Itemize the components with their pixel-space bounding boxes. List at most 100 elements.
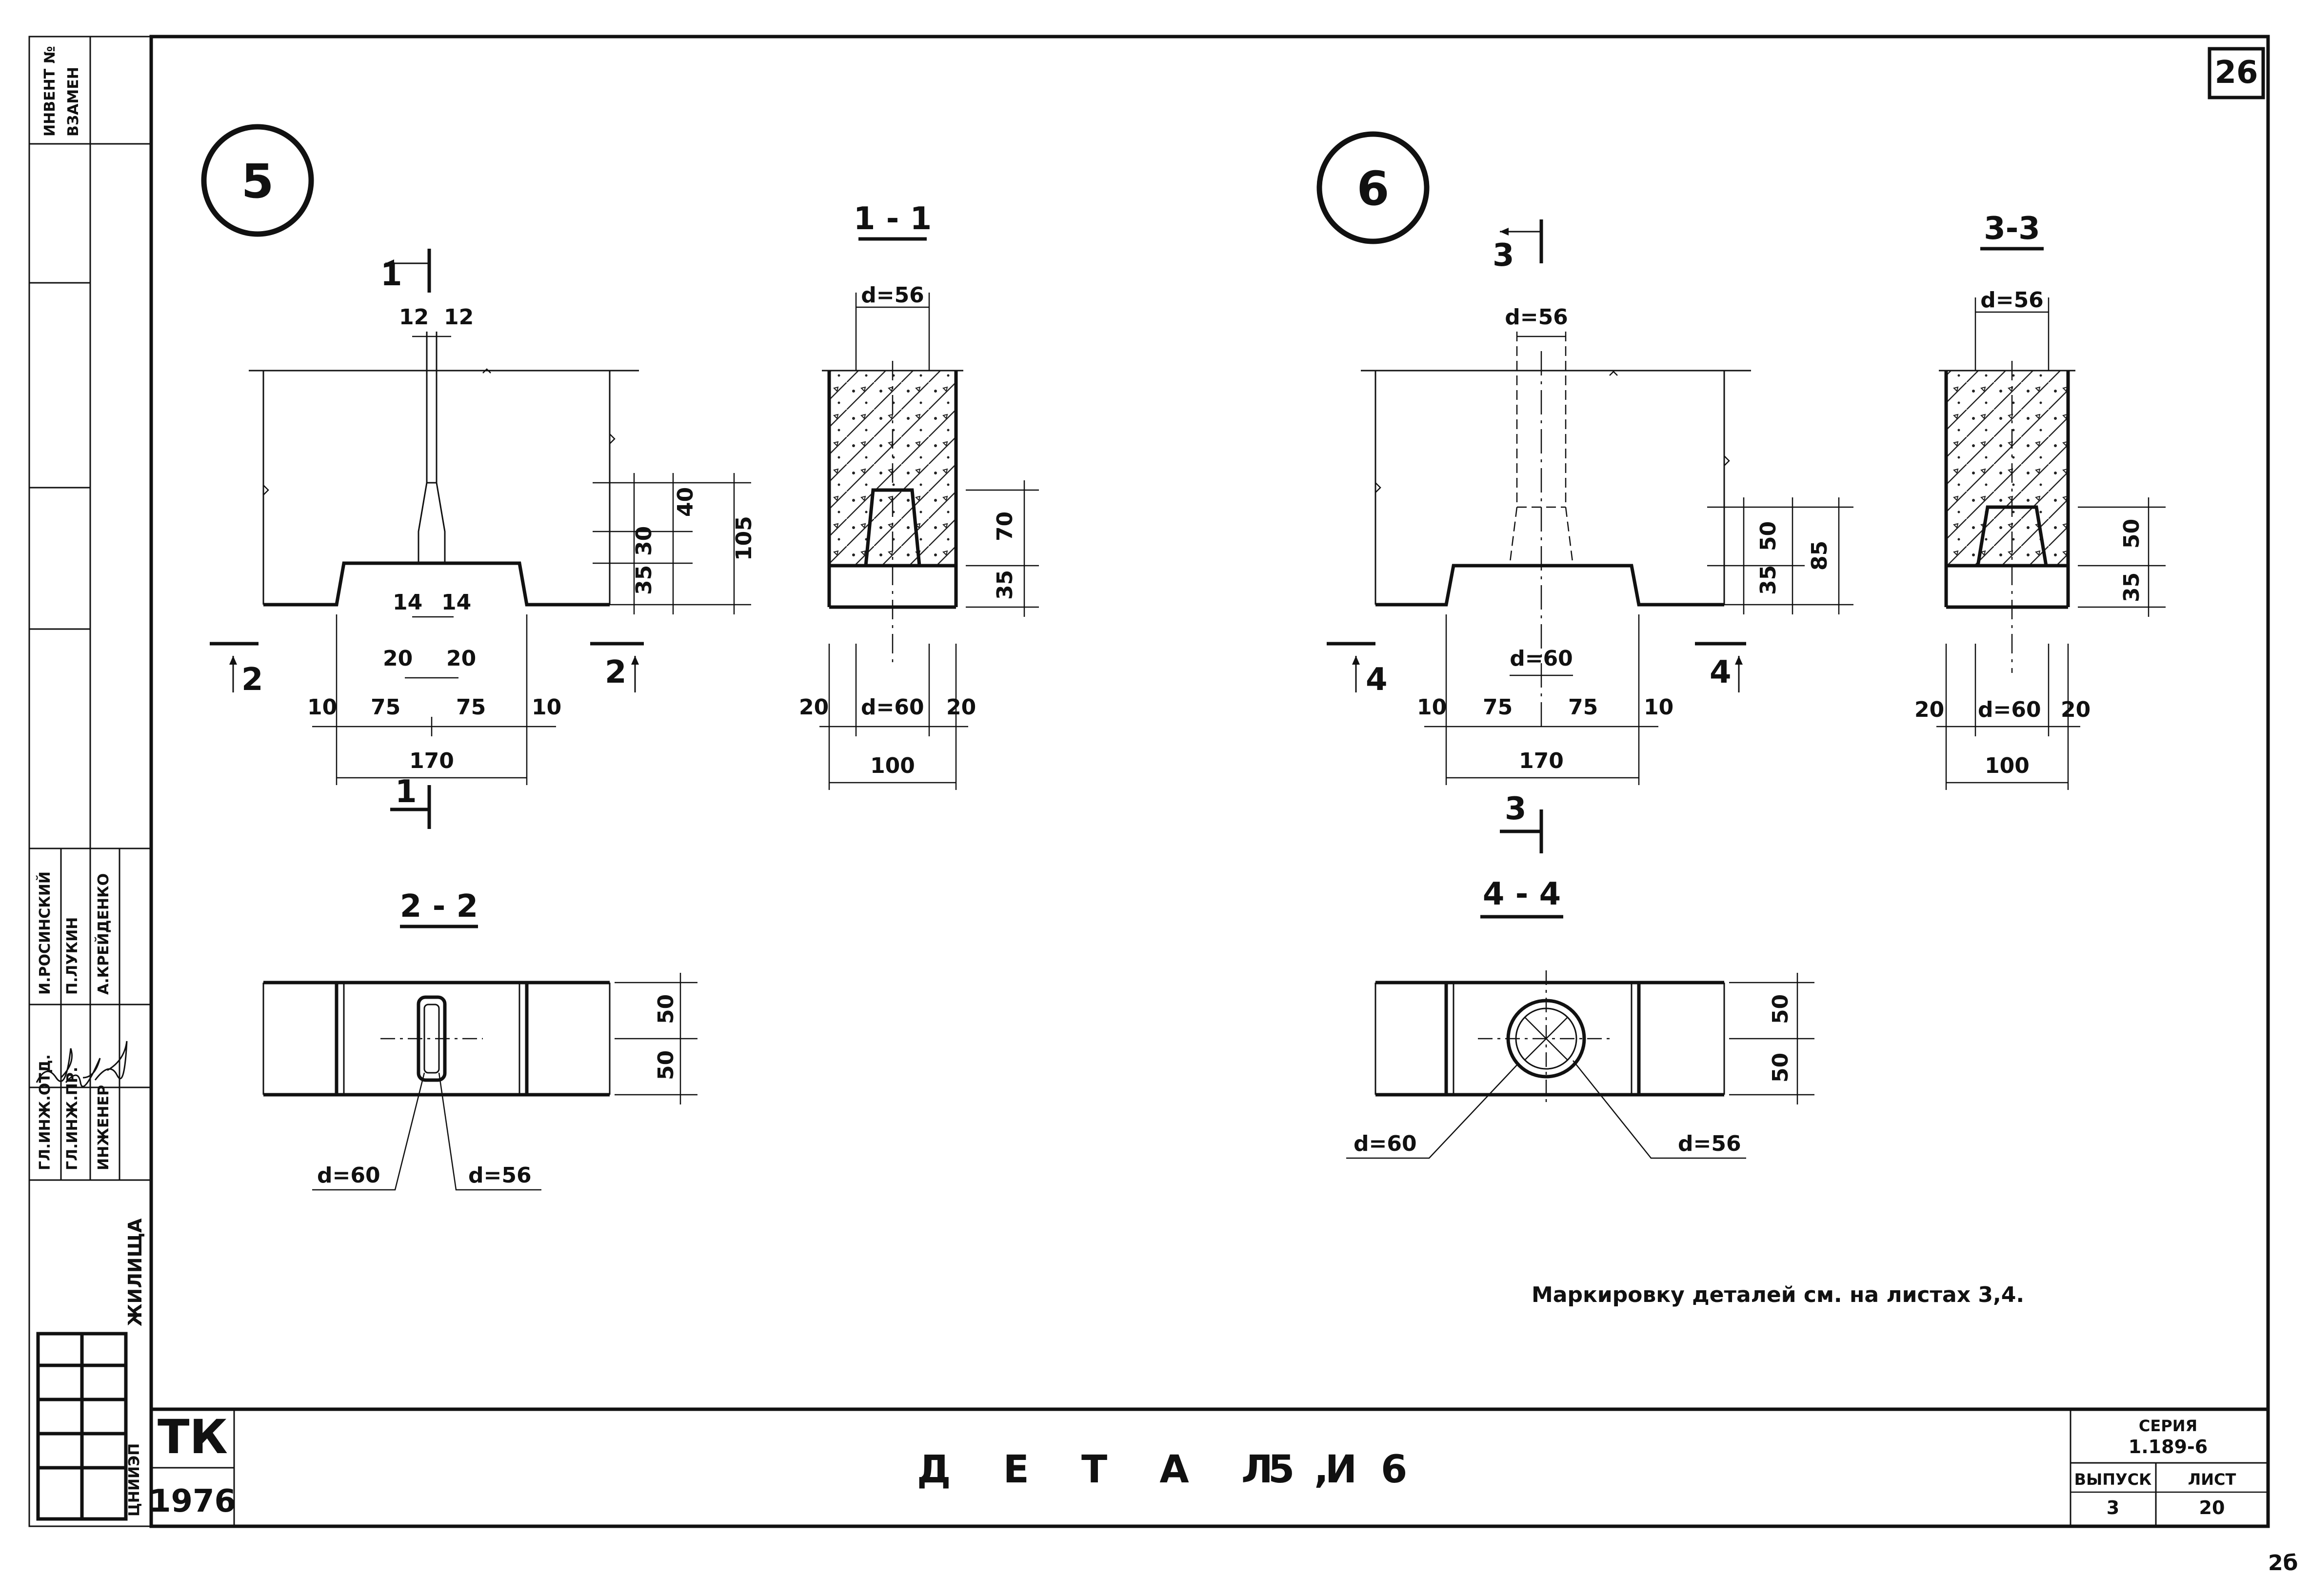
cut-2-right: 2	[605, 654, 627, 690]
title-block: ТК 1976 Д Е Т А Л И 5, 6 СЕРИЯ 1.189-6 В…	[149, 1407, 2268, 1526]
detail-6-b10-left: 10	[1417, 695, 1447, 720]
detail-6-v85: 85	[1807, 541, 1832, 571]
section-2-2-d60: d=60	[317, 1163, 380, 1188]
marking-note: Маркировку деталей см. на листах 3,4.	[1532, 1282, 2024, 1307]
dim-b75-left: 75	[371, 695, 400, 720]
dim-v35: 35	[632, 565, 657, 595]
section-3-3: 3-3 d=56 50 35 20 d=60 20 100	[1914, 211, 2166, 790]
issue-label: ВЫПУСК	[2074, 1470, 2152, 1489]
name-chief-project: П.ЛУКИН	[64, 917, 81, 995]
section-4-4: 4 - 4 50 50 d=60 d=56	[1346, 876, 1814, 1159]
corner-mark: 2б	[2268, 1551, 2298, 1576]
replace-label: ВЗАМЕН	[65, 67, 82, 137]
section-2-2-title: 2 - 2	[400, 888, 478, 925]
cut-2-left: 2	[241, 662, 263, 698]
section-2-2: 2 - 2 50 50 d=60 d=56	[262, 888, 697, 1191]
dim-b75-right: 75	[456, 695, 486, 720]
section-3-3-v35: 35	[2119, 572, 2144, 602]
sheet-title-numbers: 5, 6	[1268, 1448, 1427, 1492]
series-label: СЕРИЯ	[2139, 1417, 2197, 1435]
section-2-2-v50-bottom: 50	[654, 1050, 678, 1080]
side-stamp: ИНВЕНТ № ВЗАМЕН ГЛ.ИНЖ.ОТД. ГЛ.ИНЖ.ПР. И…	[36, 46, 146, 1521]
signature-3	[94, 1041, 128, 1081]
org-logo: ЦНИИЭП	[36, 1332, 143, 1521]
role-chief-project: ГЛ.ИНЖ.ПР.	[64, 1067, 81, 1170]
page-number: 26	[2214, 55, 2258, 91]
dim-14-left: 14	[393, 590, 422, 615]
section-1-1: 1 - 1 d=56 70 35 20 d=60 20 100	[799, 201, 1039, 790]
org-name: ЖИЛИЩА	[124, 1218, 146, 1326]
signature-2	[65, 1058, 101, 1087]
section-1-1-d-top: d=56	[861, 283, 924, 308]
role-chief-dept: ГЛ.ИНЖ.ОТД.	[37, 1054, 54, 1170]
dim-v40: 40	[673, 487, 698, 517]
dim-12-left: 12	[399, 305, 429, 330]
role-engineer: ИНЖЕНЕР	[95, 1085, 112, 1170]
dim-v105: 105	[732, 516, 757, 561]
dim-total-170: 170	[409, 749, 454, 773]
detail-6-b75-right: 75	[1568, 695, 1598, 720]
detail-6-b75-left: 75	[1483, 695, 1513, 720]
dim-v30: 30	[632, 526, 657, 556]
section-3-3-b20-right: 20	[2061, 697, 2091, 722]
section-3-3-title: 3-3	[1984, 211, 2040, 247]
dim-b10-left: 10	[307, 695, 337, 720]
cut-1-bottom: 1	[395, 774, 417, 810]
detail-6-b10-right: 10	[1644, 695, 1673, 720]
section-4-4-v50-bottom: 50	[1768, 1053, 1793, 1083]
page-number-box: 26	[2208, 47, 2265, 99]
section-1-1-d-bottom: d=60	[861, 695, 924, 720]
section-1-1-v70: 70	[993, 512, 1017, 541]
section-3-3-total-100: 100	[1985, 753, 2030, 778]
detail-6-v35: 35	[1756, 565, 1781, 595]
sheet-title: Д Е Т А Л И	[917, 1448, 1376, 1492]
dim-20-right: 20	[446, 646, 476, 671]
detail-6-label: 6	[1357, 161, 1390, 216]
inventory-label: ИНВЕНТ №	[41, 46, 59, 137]
detail-5: 5 1 1 2 2 12 12	[201, 124, 757, 829]
cut-3-bottom: 3	[1505, 791, 1527, 827]
section-3-3-b20-left: 20	[1914, 697, 1944, 722]
section-3-3-d-top: d=56	[1980, 288, 2044, 313]
section-1-1-total-100: 100	[870, 753, 915, 778]
dim-14-right: 14	[441, 590, 471, 615]
cut-4-left: 4	[1366, 662, 1388, 698]
section-4-4-d60: d=60	[1354, 1131, 1417, 1156]
section-4-4-title: 4 - 4	[1483, 876, 1561, 912]
detail-6-circle	[1316, 131, 1430, 244]
section-3-3-d-bottom: d=60	[1978, 697, 2041, 722]
org-logo-text: ЦНИИЭП	[126, 1443, 143, 1517]
series-value: 1.189-6	[2129, 1436, 2208, 1458]
detail-6-v50: 50	[1756, 521, 1781, 551]
dim-b10-right: 10	[532, 695, 561, 720]
detail-5-label: 5	[241, 154, 274, 209]
name-engineer: А.КРЕЙДЕНКО	[95, 873, 112, 995]
dim-20-left: 20	[383, 646, 413, 671]
detail-5-circle	[201, 124, 314, 237]
detail-6-total-170: 170	[1519, 749, 1564, 773]
cut-1-top: 1	[380, 257, 402, 293]
year: 1976	[149, 1483, 236, 1519]
section-2-2-v50-top: 50	[654, 994, 678, 1024]
detail-6: 6 3 3 4 4 d=56	[1316, 131, 1853, 853]
cut-4-right: 4	[1710, 654, 1732, 690]
section-1-1-title: 1 - 1	[854, 201, 932, 237]
name-chief-dept: И.РОСИНСКИЙ	[36, 871, 54, 995]
sheet-value: 20	[2199, 1497, 2225, 1518]
detail-6-d-mid: d=60	[1510, 646, 1573, 671]
org-code: ТК	[158, 1410, 228, 1464]
frame	[28, 35, 2270, 1528]
signature-1	[36, 1048, 73, 1083]
section-1-1-b20-left: 20	[799, 695, 829, 720]
section-4-4-d56: d=56	[1678, 1131, 1741, 1156]
section-1-1-b20-right: 20	[946, 695, 976, 720]
section-1-1-v35: 35	[993, 570, 1017, 600]
section-2-2-d56: d=56	[468, 1163, 532, 1188]
section-3-3-v50: 50	[2119, 519, 2144, 549]
dim-12-right: 12	[444, 305, 474, 330]
issue-value: 3	[2107, 1497, 2119, 1518]
cut-3-top: 3	[1493, 237, 1514, 274]
detail-6-d-top: d=56	[1505, 305, 1568, 330]
section-4-4-v50-top: 50	[1768, 994, 1793, 1024]
